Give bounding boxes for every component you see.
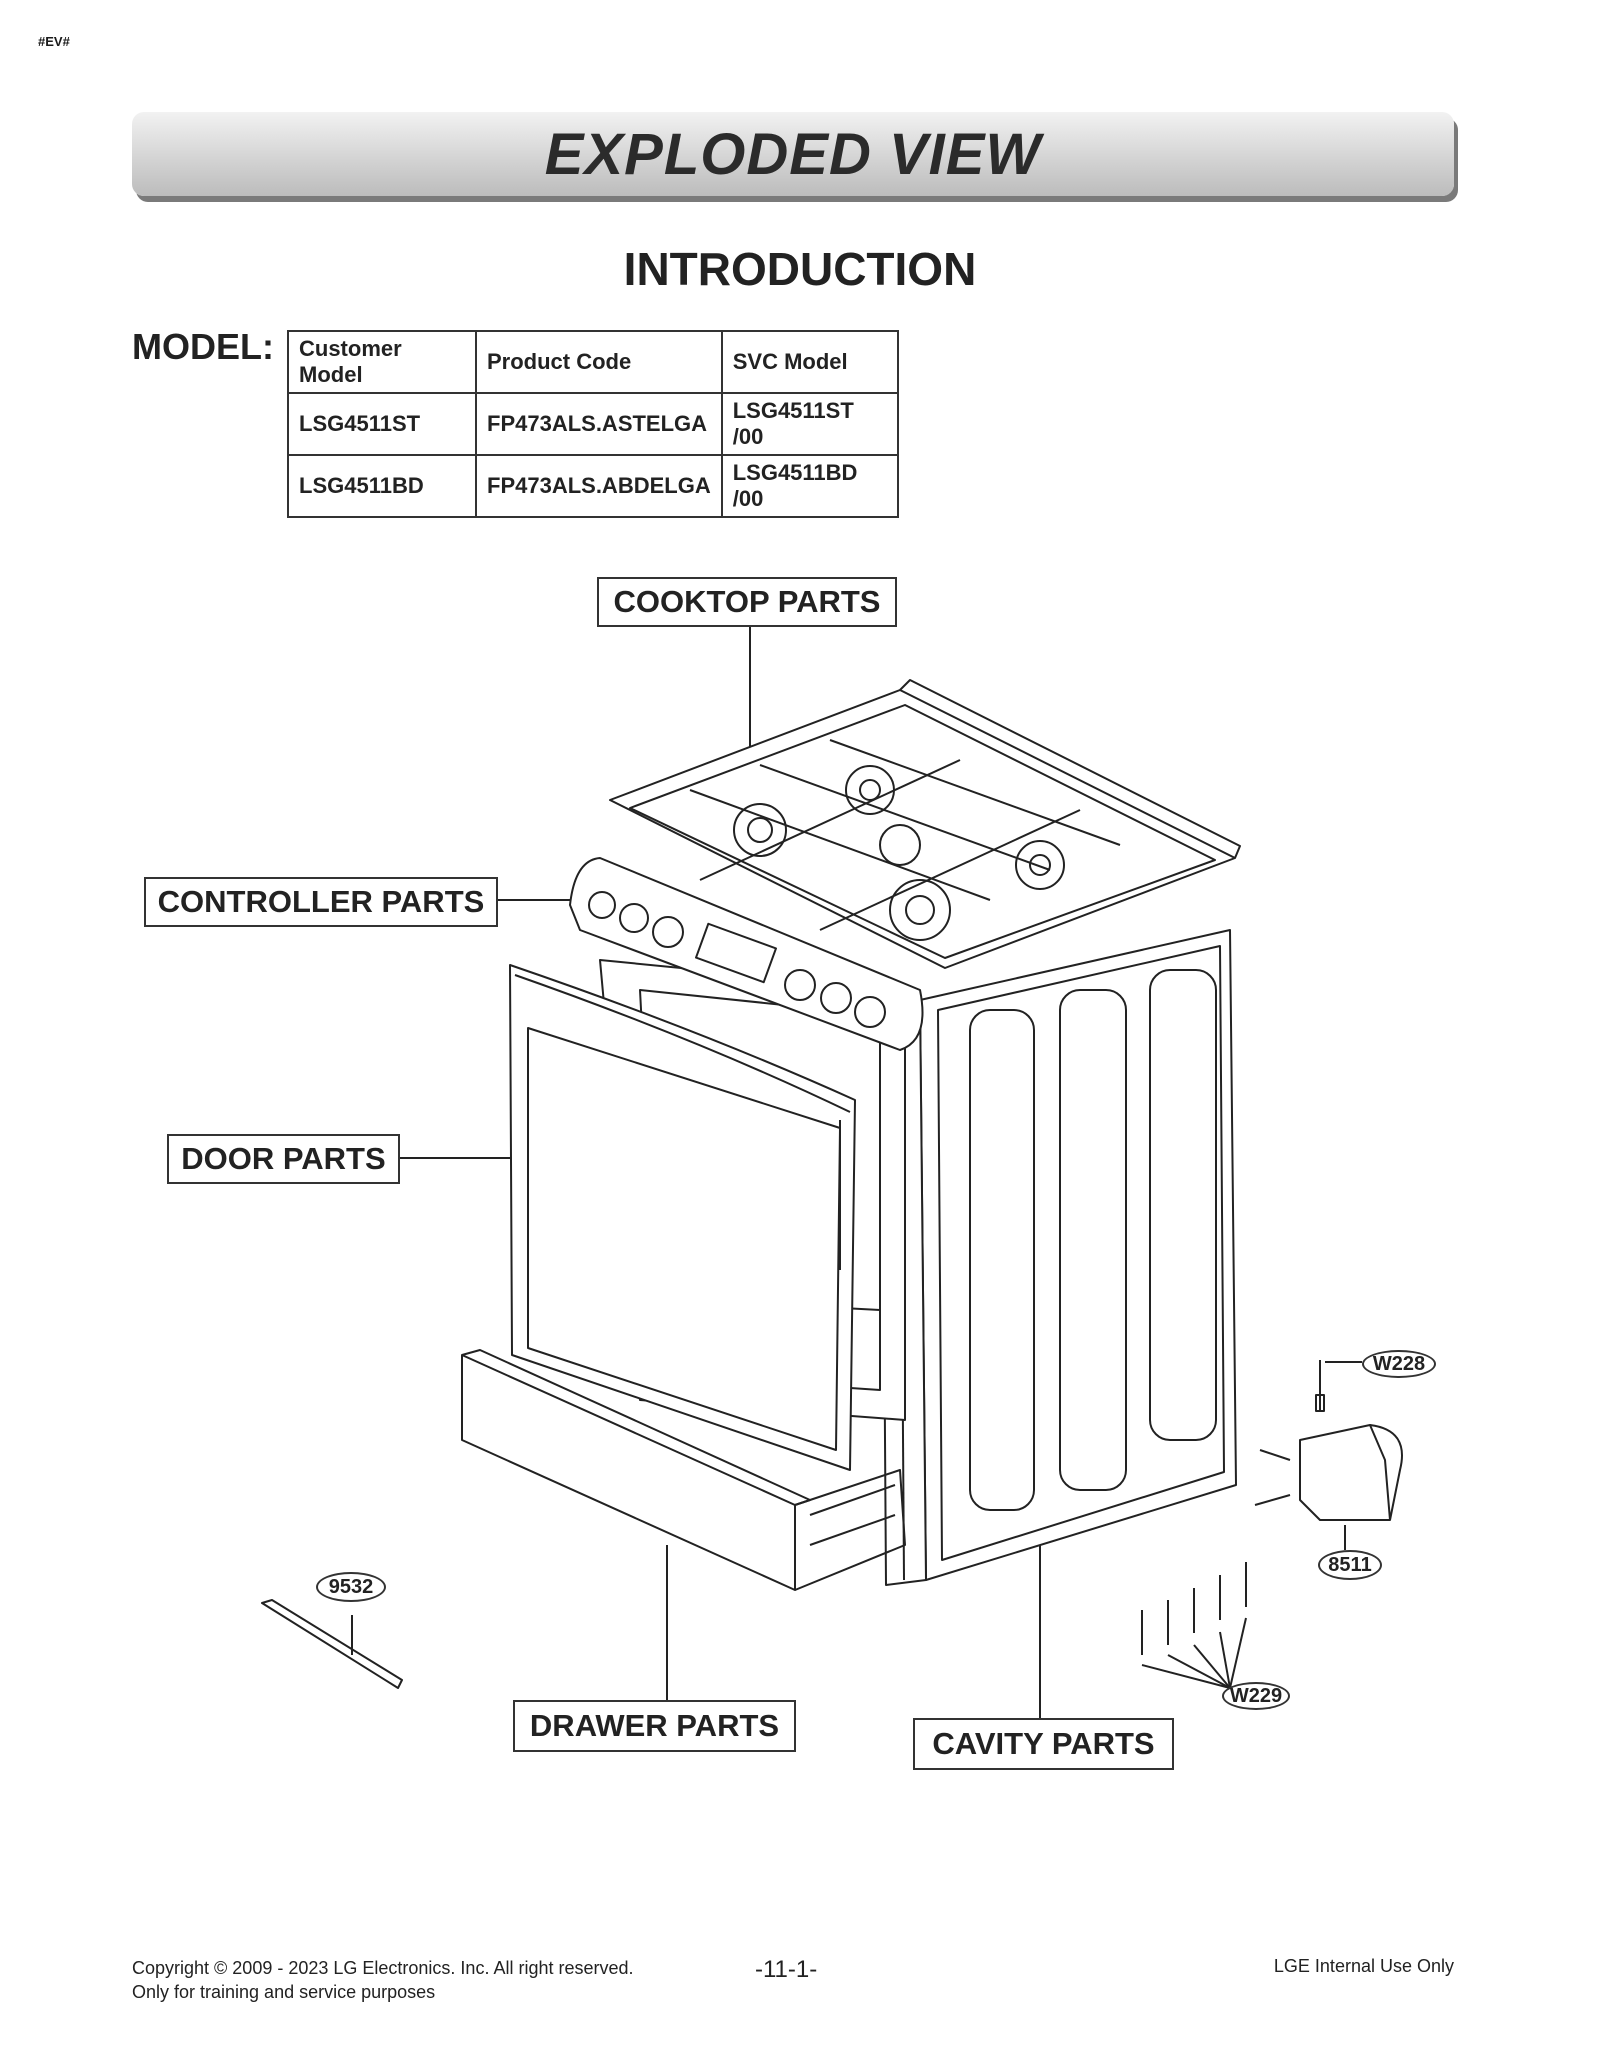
table-header-row: Customer Model Product Code SVC Model (287, 330, 899, 394)
banner-title: EXPLODED VIEW (544, 121, 1042, 187)
oven-door (509, 964, 856, 1471)
cooktop-grates (609, 679, 1241, 969)
callout-cooktop-parts: COOKTOP PARTS (597, 577, 897, 627)
cavity-body (881, 929, 1237, 1586)
storage-drawer (461, 1349, 906, 1591)
title-banner: EXPLODED VIEW (132, 112, 1454, 196)
cell-product-code: FP473ALS.ASTELGA (475, 392, 723, 456)
cell-customer-model: LSG4511BD (287, 454, 477, 518)
anti-tip-bracket (1254, 1360, 1403, 1550)
footer-purpose: Only for training and service purposes (132, 1982, 436, 2002)
callout-controller-parts: CONTROLLER PARTS (144, 877, 498, 927)
model-table: Customer Model Product Code SVC Model LS… (287, 330, 899, 518)
trim-bar-9532 (261, 1599, 403, 1689)
mounting-screws-w229 (1141, 1562, 1247, 1696)
part-label-8511: 8511 (1318, 1550, 1382, 1580)
cell-svc-model: LSG4511ST /00 (720, 392, 899, 456)
header-svc-model: SVC Model (720, 330, 899, 394)
section-title: INTRODUCTION (623, 243, 977, 295)
control-panel (569, 857, 924, 1051)
footer-internal-use: LGE Internal Use Only (1273, 1956, 1454, 1976)
callout-drawer-parts: DRAWER PARTS (513, 1700, 796, 1752)
footer-copyright: Copyright © 2009 - 2023 LG Electronics. … (132, 1958, 634, 1978)
header-product-code: Product Code (475, 330, 723, 394)
cell-product-code: FP473ALS.ABDELGA (475, 454, 723, 518)
callout-cavity-parts: CAVITY PARTS (913, 1718, 1174, 1770)
part-label-w228: W228 (1362, 1350, 1436, 1378)
part-label-w229: W229 (1222, 1682, 1290, 1710)
page-number: -11-1- (755, 1956, 818, 1983)
model-label: MODEL: (132, 326, 274, 367)
table-row: LSG4511BD FP473ALS.ABDELGA LSG4511BD /00 (287, 454, 899, 518)
table-row: LSG4511ST FP473ALS.ASTELGA LSG4511ST /00 (287, 392, 899, 456)
part-label-9532: 9532 (316, 1572, 386, 1602)
cell-customer-model: LSG4511ST (287, 392, 477, 456)
footer-copyright-block: Copyright © 2009 - 2023 LG Electronics. … (132, 1956, 634, 2004)
cell-svc-model: LSG4511BD /00 (720, 454, 899, 518)
callout-door-parts: DOOR PARTS (167, 1134, 400, 1184)
header-customer-model: Customer Model (287, 330, 477, 394)
document-tag: #EV# (38, 34, 70, 49)
